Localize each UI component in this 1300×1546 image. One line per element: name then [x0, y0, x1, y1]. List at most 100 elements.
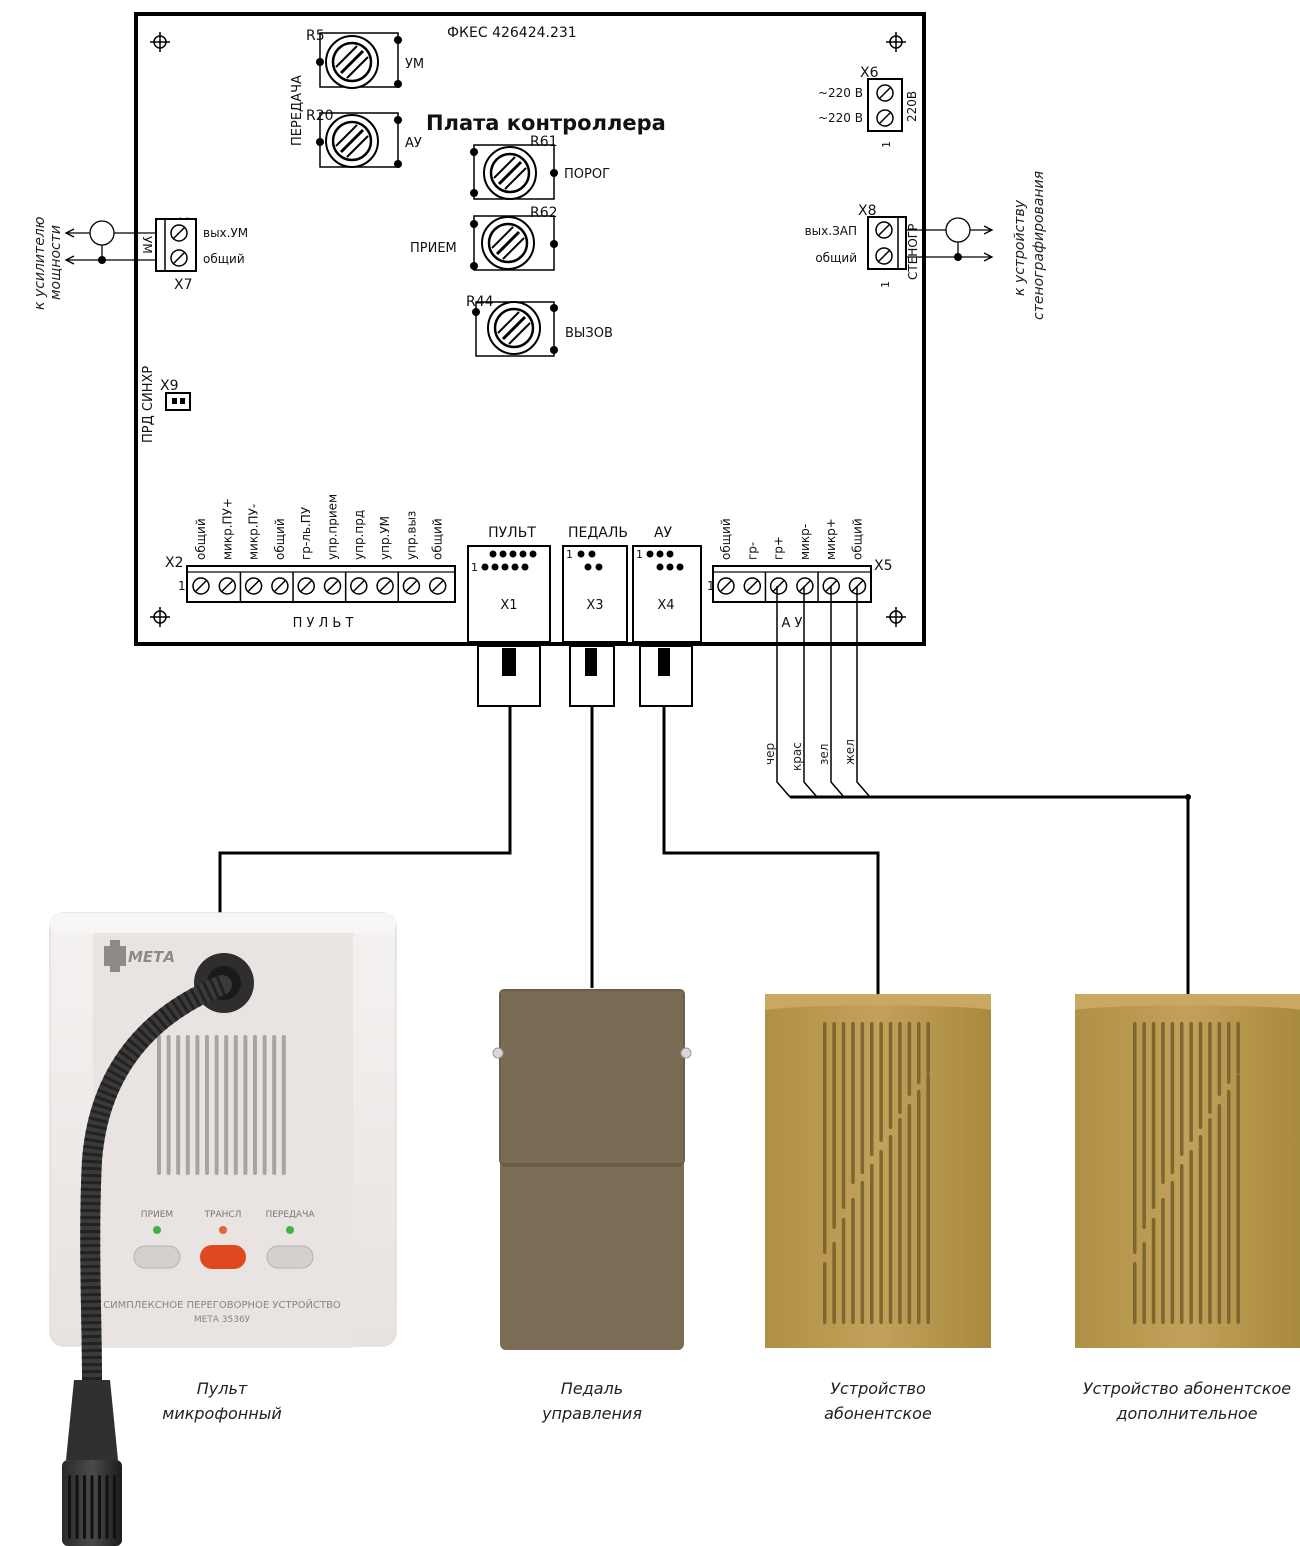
mic-slot: [83, 1475, 86, 1539]
speaker-slot: [860, 1181, 865, 1324]
speaker-slot: [1151, 1022, 1156, 1209]
speaker-slot: [823, 1262, 827, 1324]
pedal-label-2: управления: [541, 1404, 642, 1423]
grille-slot: [262, 1035, 267, 1175]
x8-pin2: общий: [815, 251, 857, 265]
x4-ref: X4: [657, 598, 674, 613]
led-label-receive: ПРИЕМ: [141, 1210, 173, 1220]
grille-slot: [205, 1035, 209, 1175]
speaker-slot: [823, 1022, 827, 1254]
speaker-slot: [1161, 1022, 1165, 1184]
speaker-slot: [888, 1022, 893, 1129]
speaker-slot: [832, 1022, 836, 1229]
control-pedal: [492, 989, 692, 1350]
x6-side: 220В: [905, 91, 919, 122]
x2-pin-label-6: упр.прием: [326, 494, 340, 560]
additional-subscriber-speaker: [1075, 994, 1300, 1348]
relay-button[interactable]: [200, 1245, 246, 1269]
r62-label: ПРИЕМ: [410, 241, 457, 256]
speaker-slot: [1198, 1135, 1203, 1324]
x7-side: УМ: [140, 236, 154, 254]
x2-pin-label-3: микр.ПУ-: [247, 504, 261, 560]
speaker-slot: [1161, 1198, 1165, 1324]
x5-pin-label-1: общий: [719, 518, 733, 560]
x2-screw-8: [376, 577, 394, 595]
speaker-slot: [1180, 1022, 1184, 1156]
speaker-slot: [870, 1022, 874, 1156]
x5-screw-4: [796, 577, 814, 595]
subscriber2-label-2: дополнительное: [1115, 1404, 1257, 1423]
x2-screw-6: [323, 577, 342, 595]
board-title: Плата контроллера: [426, 111, 666, 135]
x2-ref: X2: [165, 555, 184, 571]
grille-slot: [214, 1035, 219, 1175]
console-label-1: Пульт: [197, 1379, 248, 1398]
grille-slot: [253, 1035, 257, 1175]
speaker-slot: [1142, 1022, 1146, 1229]
r44-label: ВЫЗОВ: [565, 326, 613, 341]
speaker-slot: [1227, 1022, 1231, 1084]
x4-title: АУ: [654, 525, 673, 541]
x2-screw-9: [402, 577, 421, 595]
speaker-slot: [917, 1022, 921, 1084]
grille-slot: [243, 1035, 248, 1175]
speaker-slot: [1236, 1074, 1240, 1324]
x2-screw-2: [218, 577, 237, 595]
subscriber-label-1: Устройство: [830, 1379, 926, 1398]
speaker-slot: [1227, 1090, 1231, 1324]
x2-pin-label-7: упр.прд: [352, 510, 366, 560]
x2-screw-7: [350, 577, 368, 595]
speaker-slot: [888, 1135, 893, 1324]
x9-ref: X9: [160, 378, 179, 394]
x7-ref: X7: [174, 277, 193, 293]
speaker-slot: [879, 1022, 883, 1142]
wire-label-red: крас: [790, 742, 804, 771]
speaker-slot: [1189, 1022, 1193, 1142]
x2-pin-label-10: общий: [431, 518, 445, 560]
x9-label: ПРД СИНХР: [141, 366, 156, 443]
x1-one: 1: [471, 561, 478, 574]
x2-pin-label-9: упр.выз: [404, 511, 418, 560]
x2-screw-10: [428, 577, 447, 595]
wire-label-green: зел: [817, 744, 831, 765]
x2-title: П У Л Ь Т: [293, 616, 354, 631]
subscriber2-label-1: Устройство абонентское: [1083, 1379, 1291, 1398]
mic-slot: [90, 1475, 94, 1539]
x4-one: 1: [636, 548, 643, 561]
x7-pin1: вых.УМ: [203, 226, 248, 240]
x2-pin-label-5: гр-ль.ПУ: [299, 506, 313, 560]
speaker-slot: [841, 1218, 846, 1324]
grille-slot: [157, 1035, 161, 1175]
microphone-console: МЕТА ПРИЕМ ТРАНСЛ ПЕРЕДАЧА СИМПЛЕКСНОЕ П…: [49, 912, 397, 1546]
speaker-slot: [1180, 1164, 1184, 1324]
x6-ref: X6: [860, 65, 879, 81]
speaker-slot: [907, 1022, 912, 1096]
amp-caption-line2: мощности: [48, 225, 64, 300]
subscriber-speaker: [765, 994, 991, 1348]
grille-slot: [185, 1035, 190, 1175]
speaker-slot: [1170, 1181, 1175, 1324]
r61-potentiometer: [482, 145, 538, 201]
x2-screw-1: [192, 577, 210, 595]
x5-screw-1: [717, 577, 735, 595]
x1-title: ПУЛЬТ: [488, 525, 536, 541]
x5-pin-label-5: микр+: [824, 518, 838, 560]
speaker-slot: [851, 1198, 855, 1324]
speaker-slot: [926, 1074, 930, 1324]
transmit-button[interactable]: [266, 1245, 314, 1269]
subscriber-label-2: абонентское: [824, 1404, 932, 1423]
x5-ref: X5: [874, 558, 893, 574]
x8-one: 1: [879, 281, 892, 288]
grille-slot: [166, 1035, 171, 1175]
brand-text: МЕТА: [128, 948, 175, 966]
grille-slot: [272, 1035, 277, 1175]
x2-pin-label-4: общий: [273, 518, 287, 560]
console-caption-1: СИМПЛЕКСНОЕ ПЕРЕГОВОРНОЕ УСТРОЙСТВО: [103, 1298, 341, 1311]
receive-button[interactable]: [133, 1245, 181, 1269]
mic-slot: [68, 1475, 71, 1539]
r62-potentiometer: [480, 215, 536, 271]
speaker-slot: [898, 1118, 902, 1324]
speaker-slot: [1151, 1218, 1156, 1324]
speaker-slot: [832, 1242, 836, 1324]
steno-caption-line2: стенографирования: [1031, 171, 1047, 320]
